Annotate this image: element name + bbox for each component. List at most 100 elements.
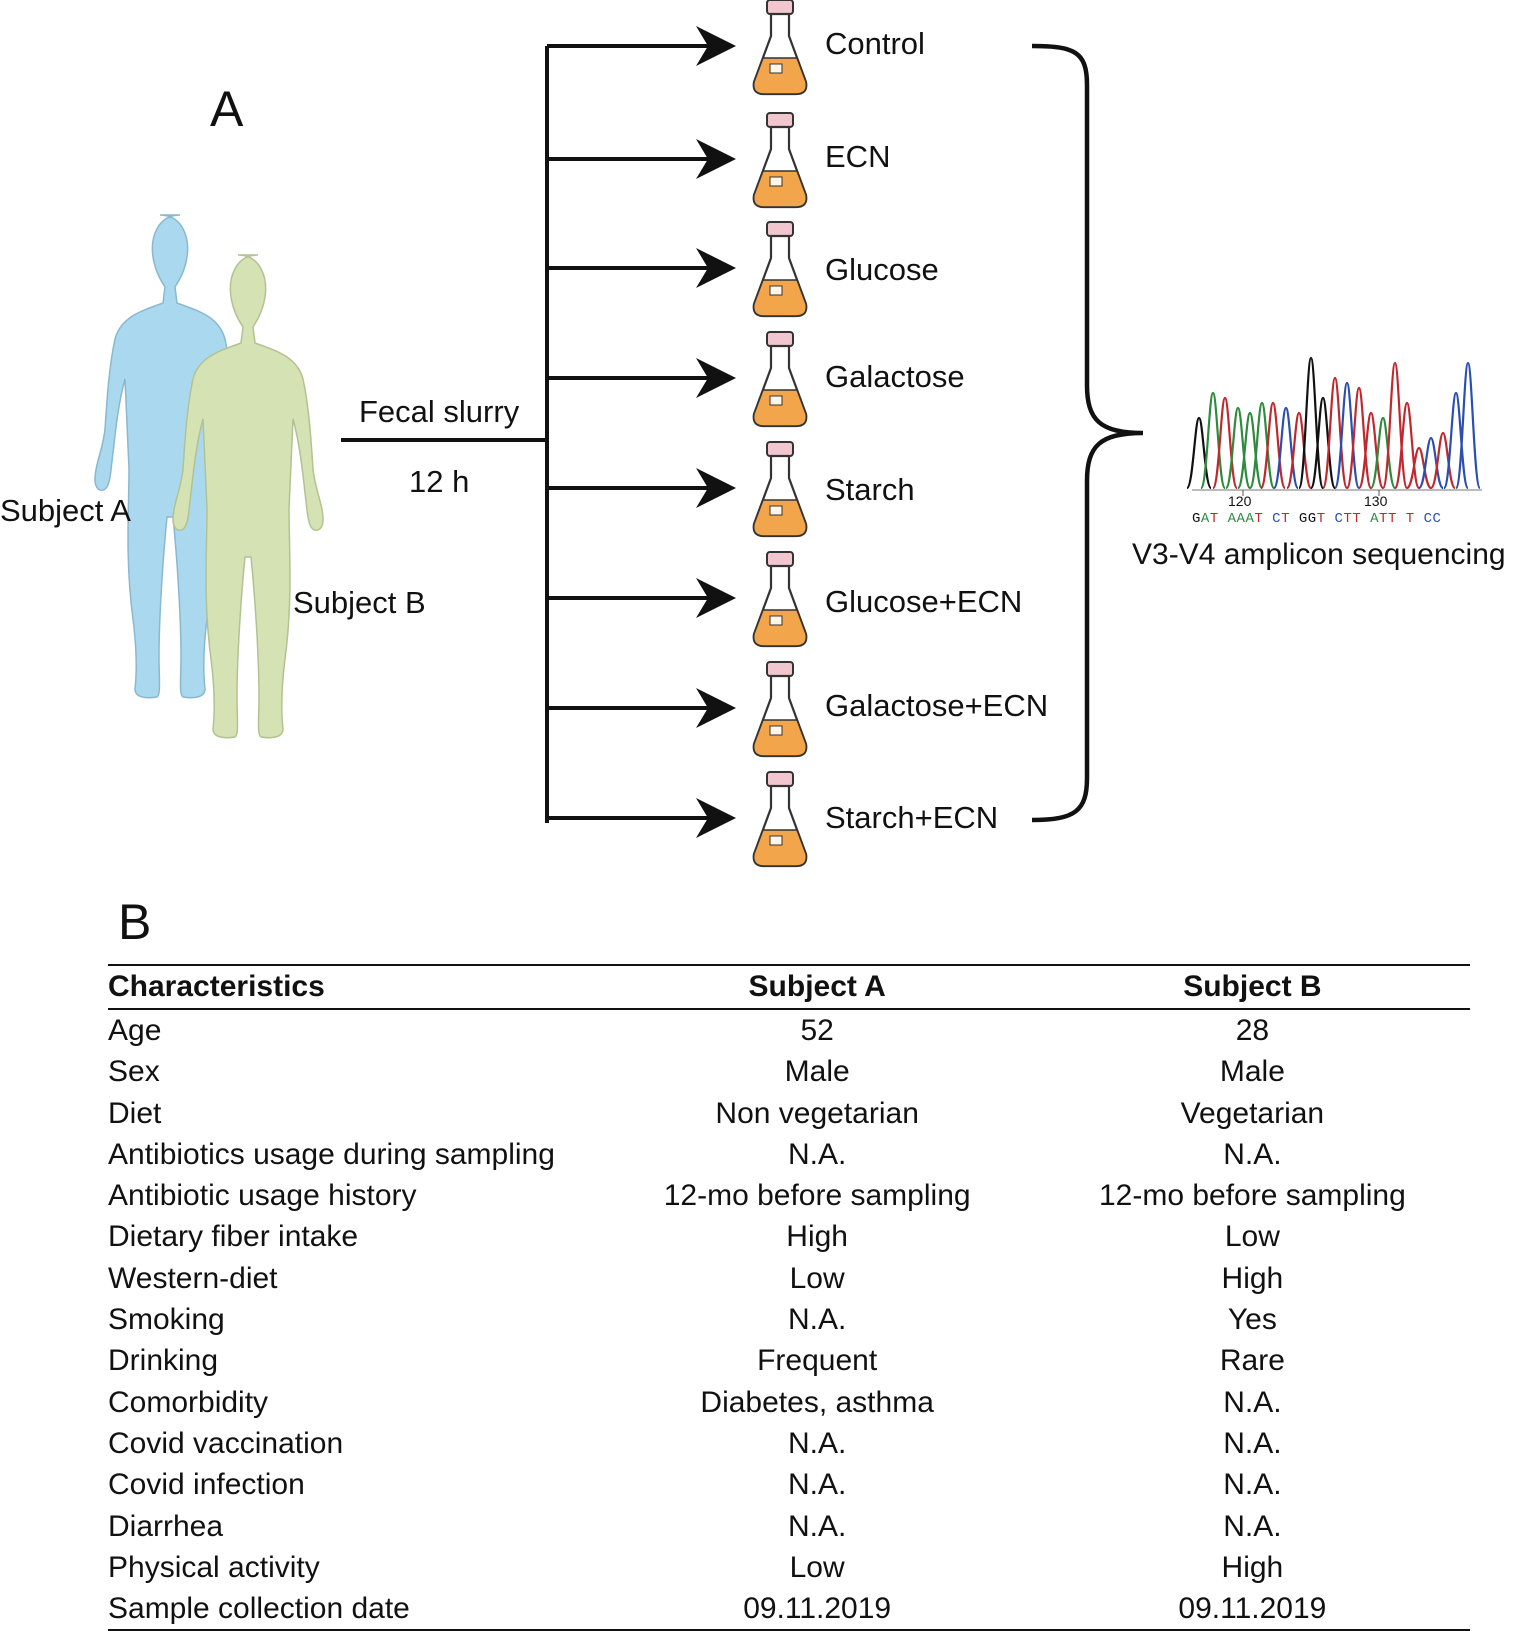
header-subject-a: Subject A [748,970,886,1003]
row-subject-b-value: Yes [1227,1303,1277,1337]
row-characteristic: Physical activity [108,1550,320,1584]
row-characteristic: Covid infection [108,1468,305,1502]
subject-a-label: Subject A [0,493,131,528]
chromatogram-peak [1185,416,1213,490]
flask-icon [752,551,808,648]
row-subject-a-value: Low [789,1550,845,1584]
row-subject-a-value: Low [789,1261,845,1295]
flasks [752,0,808,868]
row-subject-a-value: Frequent [757,1344,878,1378]
chromatogram-peak [1321,376,1349,490]
sequence-tick-120: 120 [1228,493,1252,509]
subject-characteristics-table: Characteristics Subject A Subject B Age 5… [108,964,1470,1631]
chromatogram-peak [1405,446,1433,490]
table-row: Dietary fiber intake High Low [108,1216,1470,1257]
sequencing-chromatogram [1185,356,1482,496]
incubation-time-label: 12 h [409,464,470,499]
chromatogram-peak [1345,386,1373,490]
table-row: Western-diet Low High [108,1258,1470,1299]
flask-icon [752,661,808,758]
workflow-diagram [94,0,1482,868]
table-row: Antibiotic usage history 12-mo before sam… [108,1175,1470,1216]
branch-arrows [547,26,736,838]
row-characteristic: Diarrhea [108,1509,224,1543]
chromatogram-peak [1297,356,1325,490]
chromatogram-peak [1369,416,1397,490]
row-subject-b-value: 12-mo before sampling [1098,1179,1406,1213]
grouping-brace [1031,43,1144,823]
row-characteristic: Western-diet [108,1261,278,1295]
row-characteristic: Antibiotic usage history [108,1179,417,1213]
chromatogram-peak [1259,401,1287,490]
chromatogram-peak [1417,436,1445,490]
fecal-slurry-label: Fecal slurry [359,394,520,429]
row-subject-b-value: 28 [1235,1014,1270,1047]
row-subject-a-value: 09.11.2019 [743,1592,892,1626]
chromatogram-peak [1357,411,1385,490]
row-subject-a-value: 12-mo before sampling [663,1179,971,1213]
row-characteristic: Covid vaccination [108,1426,344,1460]
row-subject-b-value: N.A. [1223,1137,1282,1171]
chromatogram-peak [1224,406,1252,490]
row-subject-a-value: N.A. [787,1426,847,1460]
panel-b-letter: B [118,894,152,950]
table-header-row: Characteristics Subject A Subject B [108,965,1470,1009]
chromatogram-peak [1333,381,1361,490]
header-characteristics: Characteristics [108,970,325,1003]
row-characteristic: Age [108,1014,162,1047]
chromatogram-peak [1272,406,1300,490]
row-subject-b-value: Low [1224,1220,1280,1254]
sequence-bases: GAT AAAT CT GGT CTT ATT T CC [1192,511,1442,527]
row-subject-a-value: Male [784,1055,850,1089]
chromatogram-peak [1236,411,1264,490]
row-subject-b-value: 09.11.2019 [1178,1592,1327,1626]
chromatogram-peak [1199,391,1227,490]
chromatogram-peak [1248,401,1276,490]
table-row: Covid vaccination N.A. N.A. [108,1423,1470,1464]
condition-label: Starch [825,472,915,507]
row-subject-b-value: Vegetarian [1180,1096,1325,1130]
condition-label: Galactose [825,359,965,394]
row-characteristic: Sex [108,1055,160,1089]
sequencing-caption: V3-V4 amplicon sequencing [1132,538,1506,571]
chromatogram-peak [1285,411,1313,490]
row-subject-b-value: High [1221,1261,1284,1295]
header-subject-b: Subject B [1183,970,1322,1003]
row-characteristic: Dietary fiber intake [108,1220,359,1254]
chromatogram-peak [1211,396,1239,490]
row-subject-a-value: Non vegetarian [715,1096,919,1130]
row-characteristic: Sample collection date [108,1592,410,1626]
chromatogram-peak [1309,396,1337,490]
row-subject-a-value: Diabetes, asthma [700,1385,934,1419]
row-characteristic: Comorbidity [108,1385,269,1419]
sequence-tick-130: 130 [1364,493,1388,509]
flask-icon [752,441,808,538]
subject-b-label: Subject B [293,585,426,620]
row-subject-a-value: High [786,1220,848,1254]
condition-label: Starch+ECN [825,800,999,835]
row-subject-b-value: N.A. [1223,1426,1282,1460]
condition-label: Galactose+ECN [825,688,1049,723]
chromatogram-peak [1442,391,1470,490]
row-subject-a-value: N.A. [787,1509,847,1543]
table-row: Diarrhea N.A. N.A. [108,1506,1470,1547]
row-subject-a-value: N.A. [787,1303,847,1337]
condition-label: Control [825,26,925,61]
table-row: Sample collection date 09.11.2019 09.11.20… [108,1588,1470,1631]
chromatogram-peak [1393,401,1421,490]
flask-icon [752,112,808,209]
table-row: Age 52 28 [108,1009,1470,1051]
row-subject-a-value: N.A. [787,1137,847,1171]
row-subject-a-value: 52 [800,1014,834,1047]
row-subject-b-value: N.A. [1223,1509,1282,1543]
chromatogram-peak [1381,361,1409,490]
flask-icon [752,331,808,428]
